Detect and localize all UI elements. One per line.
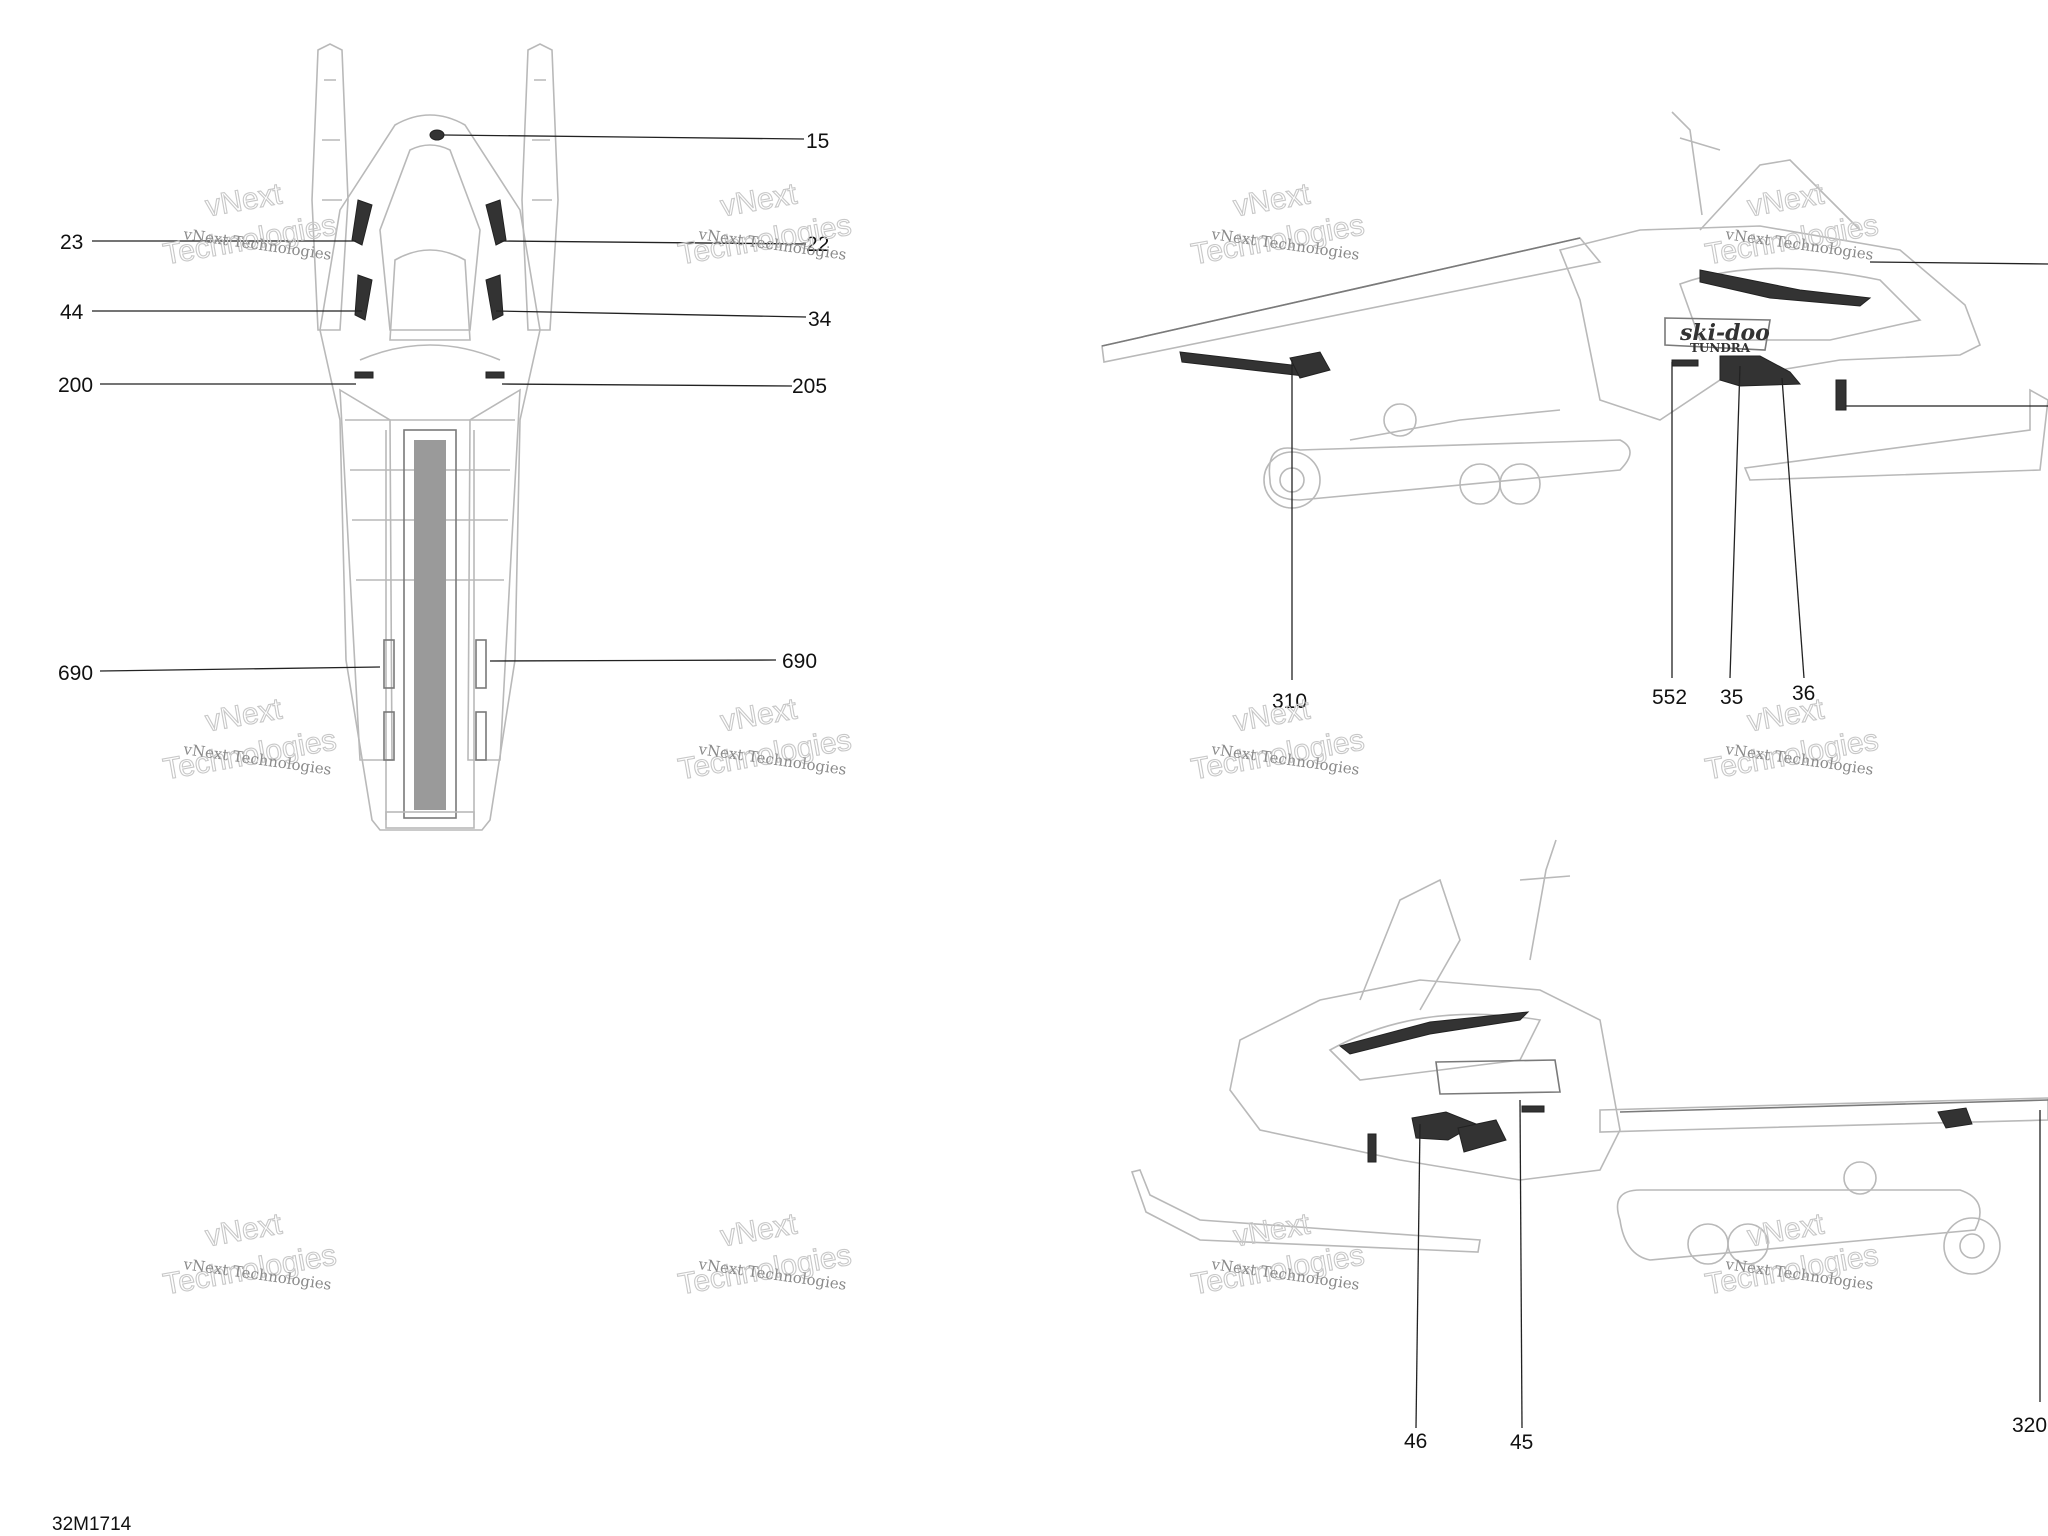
callout-34: 34: [808, 308, 832, 331]
decal-model-text: TUNDRA: [1690, 341, 1751, 355]
watermark-outline-word-1: vNext: [1745, 177, 1827, 223]
watermark-outline-word-1: vNext: [718, 177, 800, 223]
watermark-outline-word-1: vNext: [718, 692, 800, 738]
callout-690-right: 690: [782, 650, 817, 673]
callout-205: 205: [792, 375, 827, 398]
callout-46: 46: [1404, 1430, 1427, 1453]
watermark-outline-word-1: vNext: [1231, 692, 1313, 738]
callout-552: 552: [1652, 686, 1687, 709]
side-view-left-snowmobile: [1130, 839, 2048, 1275]
callout-22: 22: [806, 233, 829, 256]
watermark-outline-word-1: vNext: [1745, 692, 1827, 738]
callout-15: 15: [806, 130, 829, 153]
watermark-outline-word-1: vNext: [203, 1207, 285, 1253]
callout-36: 36: [1792, 682, 1815, 705]
callout-23: 23: [60, 231, 83, 254]
top-view-snowmobile: [311, 43, 559, 831]
side-view-right-snowmobile: ski-doo TUNDRA: [1101, 111, 2048, 509]
watermark-outline-word-1: vNext: [1231, 1207, 1313, 1253]
watermark-outline-word-1: vNext: [203, 177, 285, 223]
decal-brand-text: ski-doo: [1679, 320, 1770, 346]
callout-320: 320: [2012, 1414, 2047, 1437]
callout-35: 35: [1720, 686, 1743, 709]
figure-code: 32M1714: [52, 1514, 132, 1535]
callout-690-left: 690: [58, 662, 93, 685]
callout-45: 45: [1510, 1431, 1533, 1454]
leader-lines-side-view-bottom: [1415, 1099, 2041, 1429]
watermark-outline-word-1: vNext: [203, 692, 285, 738]
callout-200: 200: [58, 374, 93, 397]
callout-310: 310: [1272, 690, 1307, 713]
callout-44: 44: [60, 301, 84, 324]
leader-lines-top-view: [92, 134, 807, 672]
watermark-outline-word-1: vNext: [718, 1207, 800, 1253]
leader-lines-side-view-top: [1291, 261, 2048, 680]
watermark-outline-word-1: vNext: [1231, 177, 1313, 223]
watermark-outline-word-1: vNext: [1745, 1207, 1827, 1253]
